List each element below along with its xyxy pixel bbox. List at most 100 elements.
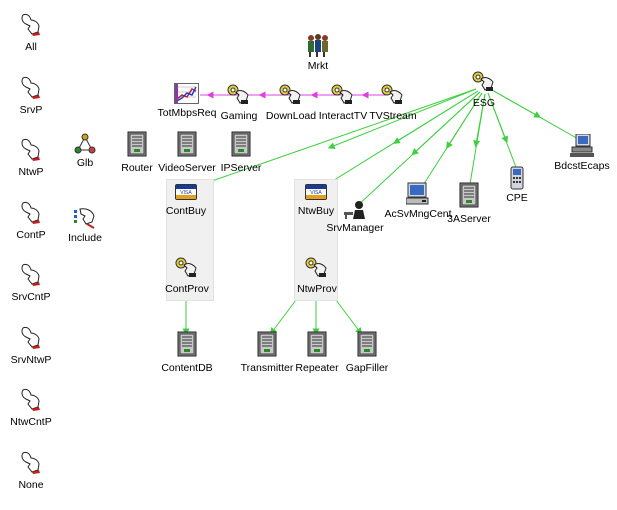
hand-pointer-icon (19, 450, 43, 477)
node-repeater[interactable]: Repeater (295, 331, 339, 374)
node-label: CPE (506, 192, 528, 204)
phone-icon (510, 166, 524, 190)
node-label: Transmitter (240, 362, 294, 374)
node-videoserver[interactable]: VideoServer (158, 131, 216, 174)
node-label: ContBuy (165, 205, 207, 217)
edge-esg-ntwbuy-arrow (393, 90, 479, 144)
server-rack-icon (307, 331, 327, 360)
satellite-hand-icon (175, 256, 199, 281)
edge-esg-3aserver-arrow (473, 93, 486, 148)
people-icon (308, 34, 328, 57)
node-contbuy[interactable]: VISA ContBuy (166, 184, 206, 217)
edge-esg-acsvmngcent-arrow (446, 92, 483, 149)
sidebar-item-label: SrvCntP (11, 291, 51, 303)
server-rack-icon (357, 331, 377, 360)
node-gapfiller[interactable]: GapFiller (346, 331, 388, 374)
computer-icon (406, 182, 429, 205)
server-rack-icon (177, 131, 197, 160)
node-esg[interactable]: ESG (472, 70, 496, 109)
chart-icon (174, 83, 199, 104)
node-ntwbuy[interactable]: VISA NtwBuy (298, 184, 334, 217)
server-rack-icon (459, 182, 479, 211)
sidebar-item-contp[interactable]: ContP (16, 200, 46, 241)
sidebar-item-none[interactable]: None (18, 450, 44, 491)
node-label: Repeater (295, 362, 339, 374)
edges-esg (185, 88, 581, 208)
node-cpe[interactable]: CPE (506, 166, 528, 204)
sidebar-item-label: NtwP (18, 166, 44, 178)
node-ipserver[interactable]: IPServer (221, 131, 261, 174)
node-ntwprov[interactable]: NtwProv (297, 256, 337, 295)
node-label: AcSvMngCent (384, 208, 452, 220)
node-label: ESG (472, 97, 496, 109)
node-include[interactable]: Include (68, 206, 102, 244)
sidebar-item-srvp[interactable]: SrvP (18, 75, 44, 116)
sidebar-item-ntwcntp[interactable]: NtwCntP (10, 387, 52, 428)
node-label: Include (68, 232, 102, 244)
node-totmbpsreq[interactable]: TotMbpsReq (158, 83, 216, 119)
sidebar-item-label: None (18, 478, 44, 491)
sidebar-item-srvcntp[interactable]: SrvCntP (11, 262, 51, 303)
server-rack-icon (257, 331, 277, 360)
hand-pointer-icon (19, 325, 43, 352)
node-3aserver[interactable]: 3AServer (447, 182, 491, 225)
hand-pointer-icon (19, 75, 43, 102)
node-router[interactable]: Router (121, 131, 153, 174)
sidebar-item-label: NtwCntP (10, 416, 52, 428)
node-label: TotMbpsReq (157, 107, 217, 119)
node-label: TVStream (369, 110, 417, 122)
server-rack-icon (177, 331, 197, 360)
server-rack-icon (231, 131, 251, 160)
edge-esg-contbuy-arrow (327, 88, 477, 149)
node-label: Mrkt (307, 60, 329, 72)
edge-esg-srvmanager-arrow (411, 91, 481, 156)
satellite-hand-icon (305, 256, 329, 281)
node-tvstream[interactable]: TVStream (369, 83, 417, 122)
workstation-icon (570, 134, 594, 157)
node-label: ContProv (165, 283, 209, 295)
satellite-hand-icon (227, 83, 251, 108)
sidebar-item-label: ContP (16, 228, 46, 241)
edge-esg-cpe-arrow (487, 92, 509, 144)
node-download[interactable]: DownLoad (266, 83, 316, 122)
node-label: IPServer (220, 162, 262, 174)
node-mrkt[interactable]: Mrkt (304, 34, 332, 72)
node-label: NtwProv (297, 283, 337, 295)
node-transmitter[interactable]: Transmitter (241, 331, 293, 374)
node-glb[interactable]: Glb (74, 133, 96, 169)
node-label: 3AServer (447, 213, 491, 225)
sidebar-item-label: All (25, 41, 37, 53)
credit-card-icon: VISA (305, 184, 327, 203)
hand-pointer-icon (19, 137, 43, 164)
node-label: DownLoad (265, 110, 317, 122)
node-interacttv[interactable]: InteractTV (319, 83, 367, 122)
node-gaming[interactable]: Gaming (221, 83, 257, 122)
hand-pointer-icon (19, 12, 43, 39)
network-graph-icon (74, 133, 96, 154)
satellite-hand-icon (381, 83, 405, 108)
node-bdcstecaps[interactable]: BdcstEcaps (554, 134, 610, 172)
node-label: ContentDB (161, 362, 213, 374)
node-srvmanager[interactable]: SrvManager (326, 200, 384, 234)
sidebar-item-label: SrvP (19, 103, 43, 116)
sidebar-item-label: SrvNtwP (10, 353, 52, 366)
node-label: NtwBuy (297, 205, 335, 217)
hand-pointer-icon (19, 262, 43, 289)
satellite-hand-icon (331, 83, 355, 108)
node-label: VideoServer (158, 162, 216, 174)
edge-esg-bdcstecaps-arrow (491, 89, 542, 118)
node-contprov[interactable]: ContProv (165, 256, 209, 295)
satellite-hand-icon (472, 70, 496, 95)
node-label: Router (121, 162, 153, 174)
node-label: SrvManager (326, 222, 384, 234)
sidebar-item-ntwp[interactable]: NtwP (18, 137, 44, 178)
node-contentdb[interactable]: ContentDB (161, 331, 213, 374)
satellite-hand-icon (279, 83, 303, 108)
sidebar-item-all[interactable]: All (18, 12, 44, 53)
node-acsvmngcent[interactable]: AcSvMngCent (384, 182, 452, 220)
include-icon (74, 208, 95, 229)
manager-icon (344, 201, 365, 219)
sidebar-item-srvntwp[interactable]: SrvNtwP (11, 325, 51, 366)
